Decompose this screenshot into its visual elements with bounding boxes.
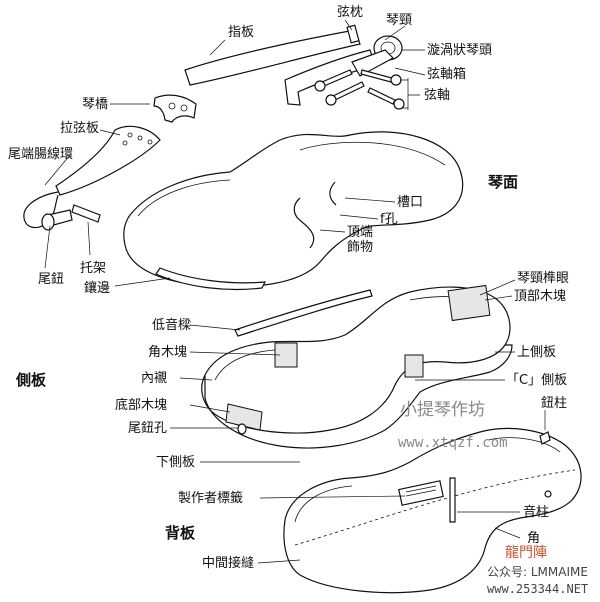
label-edge-inlay: 鑲邊 [84, 281, 111, 296]
label-end-button: 尾鈕 [38, 272, 65, 287]
sound-post-drawing [449, 477, 456, 523]
label-neck: 琴頸 [386, 13, 413, 28]
label-fingerboard: 指板 [228, 25, 255, 40]
label-top-block: 頂部木塊 [514, 289, 567, 304]
label-bridge: 琴橋 [82, 97, 109, 112]
label-pegs: 弦軸 [424, 88, 451, 103]
back-plate-drawing [283, 427, 582, 594]
label-corner: 角 [527, 531, 541, 546]
watermark-site-url: www.xtqzf.com [398, 435, 508, 451]
watermark-bottom-account: 公众号: LMMAIME [487, 565, 588, 579]
label-corner-block: 角木塊 [148, 345, 188, 360]
label-neck-mortise: 琴頸榫眼 [517, 271, 570, 286]
label-scroll: 漩渦狀琴頭 [427, 43, 493, 58]
watermark-site-name: 小提琴作坊 [400, 400, 485, 420]
watermark-bottom-url: www.253344.NET [487, 582, 589, 596]
label-pegbox: 弦軸箱 [427, 67, 467, 82]
leader-lines [44, 19, 546, 564]
label-tail-gut: 尾端腸線環 [8, 147, 74, 162]
fingerboard-drawing [184, 29, 361, 86]
label-purfling-top2: 飾物 [347, 240, 374, 255]
bass-bar-drawing [234, 289, 373, 337]
top-block-drawing [447, 284, 491, 322]
label-bottom-block: 底部木塊 [115, 398, 168, 413]
label-sound-post: 音柱 [523, 505, 550, 520]
label-f-hole: f孔 [380, 212, 398, 227]
pegs-drawing [314, 69, 405, 110]
label-upper-rib: 上側板 [517, 345, 557, 360]
edge-inlay-drawing [155, 267, 267, 291]
label-nut: 弦枕 [337, 5, 364, 20]
label-tailpiece: 拉弦板 [60, 121, 100, 136]
label-lining: 內襯 [141, 371, 168, 386]
label-center-joint: 中間接縫 [202, 556, 255, 571]
label-back-plate: 背板 [165, 524, 196, 542]
label-sound-post-label: 鈕柱 [541, 396, 568, 411]
nut-drawing [346, 24, 360, 44]
label-saddle: 托架 [80, 261, 107, 276]
tail-gut-drawing [23, 191, 59, 229]
end-pin-hole-drawing [237, 423, 247, 435]
label-top-plate: 琴面 [488, 173, 519, 191]
watermark-bottom-site: 龍門陣 [505, 545, 547, 561]
label-maker-label: 製作者標籤 [178, 491, 244, 506]
label-purfling-top: 頂端 [347, 225, 374, 240]
tailpiece-drawing [55, 125, 161, 196]
saddle-drawing [71, 204, 101, 223]
center-joint-drawing [294, 469, 576, 546]
label-ribs-side: 側板 [16, 371, 47, 389]
label-lower-rib: 下側板 [156, 455, 196, 470]
label-c-rib: 「C」側板 [506, 373, 568, 388]
label-notch: 槽口 [397, 195, 424, 210]
bridge-drawing [153, 94, 197, 123]
bottom-block-drawing [225, 403, 263, 431]
label-bass-bar: 低音樑 [152, 318, 192, 333]
label-end-pin-hole: 尾鈕孔 [128, 421, 168, 436]
